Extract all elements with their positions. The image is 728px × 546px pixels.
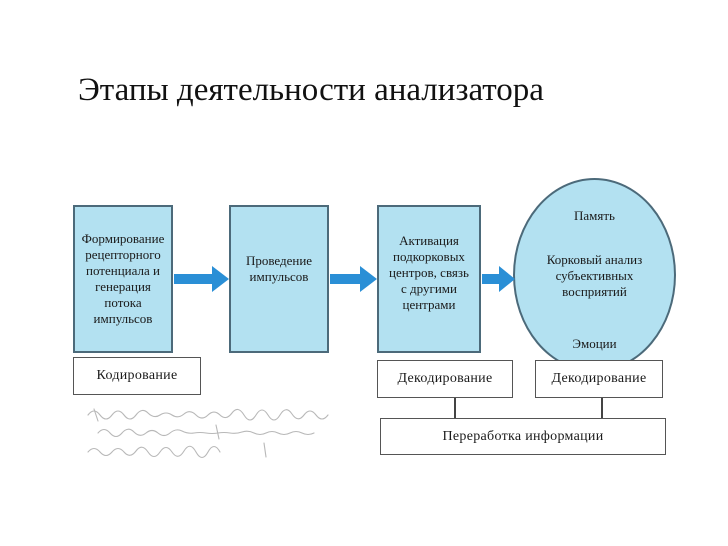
stage-subcortical-label: Активация подкорковых центров, связь с д… <box>389 233 469 312</box>
arrow-right-icon <box>330 266 377 292</box>
stage-receptor-label: Формирование рецепторного потенциала и г… <box>81 231 165 326</box>
page-title: Этапы деятельности анализатора <box>78 72 544 108</box>
connector-line <box>454 398 456 420</box>
memory-label: Память <box>574 208 615 223</box>
arrow-right-icon <box>174 266 229 292</box>
arrow-right-icon <box>482 266 515 292</box>
stage-conduction-box: Проведение импульсов <box>229 205 329 353</box>
stage-conduction-label: Проведение импульсов <box>245 253 313 284</box>
emotions-label: Эмоции <box>572 336 617 351</box>
coding-box: Кодирование <box>73 357 201 395</box>
connector-line <box>601 398 603 420</box>
cortical-analysis-label: Корковый анализ субъективных восприятий <box>546 252 643 299</box>
stage-subcortical-box: Активация подкорковых центров, связь с д… <box>377 205 481 353</box>
handwritten-note <box>87 408 329 459</box>
decoding-box-cortical: Декодирование <box>535 360 663 398</box>
stage-cortical-ellipse: Память Корковый анализ субъективных восп… <box>513 178 676 372</box>
decoding-box-subcortical: Декодирование <box>377 360 513 398</box>
processing-box: Переработка информации <box>380 418 666 455</box>
stage-receptor-box: Формирование рецепторного потенциала и г… <box>73 205 173 353</box>
